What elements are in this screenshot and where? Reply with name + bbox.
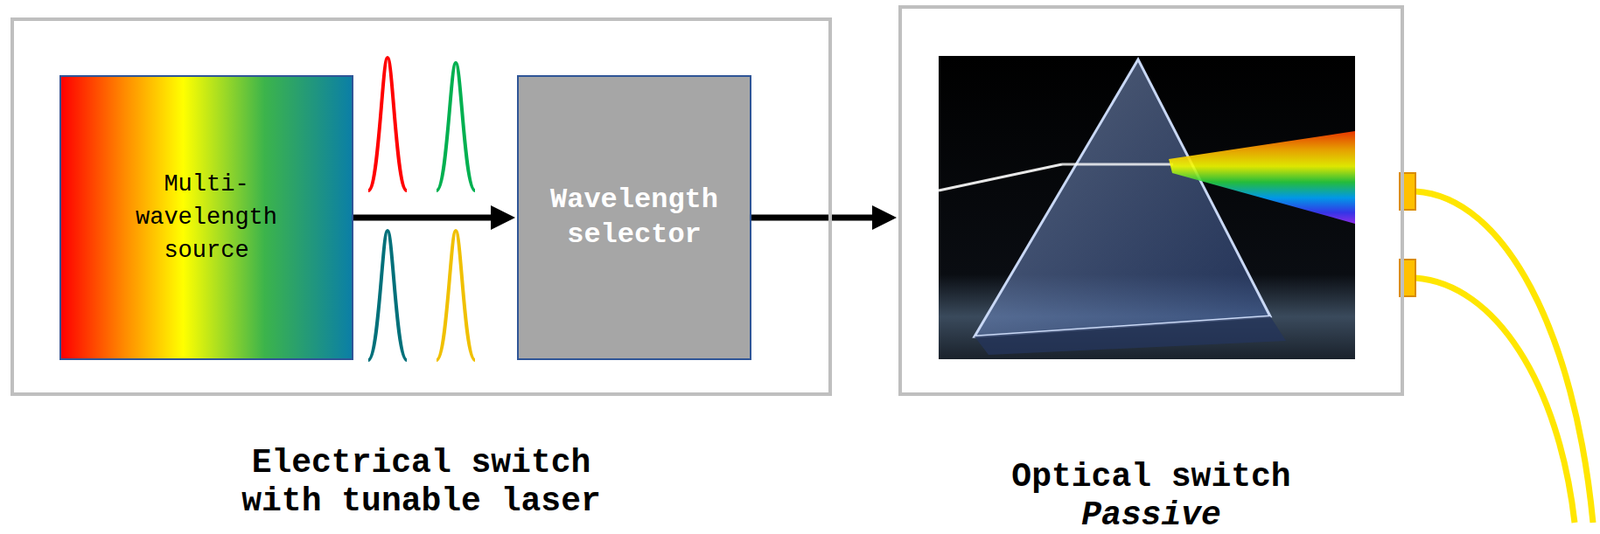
source-box: Multi-wavelength source — [59, 75, 354, 361]
teal-pulse — [368, 230, 407, 361]
switch-panel: Electrical switch with tunable laserMult… — [10, 17, 832, 397]
box-label: Multi-wavelength source — [127, 167, 286, 268]
fibres — [1399, 173, 1594, 524]
arrow-connector — [353, 205, 516, 231]
yellow-pulse — [436, 230, 476, 361]
green-pulse — [436, 62, 476, 191]
prism-picture — [938, 55, 1356, 360]
selector-box: Wavelength selector — [517, 75, 752, 361]
pulses — [368, 57, 476, 361]
switch-title: Electrical switch with tunable laser — [224, 444, 619, 522]
switch-note: Passive — [906, 496, 1397, 534]
panel-heading: Electrical switch with tunable laser — [224, 444, 619, 522]
panel-heading: Optical switchPassive — [906, 458, 1397, 534]
switch-title: Optical switch — [906, 458, 1397, 497]
red-pulse — [368, 57, 407, 191]
switch-panel: Optical switchPassive — [898, 5, 1405, 397]
box-label: Wavelength selector — [533, 182, 735, 253]
arrow-connector — [751, 205, 897, 231]
